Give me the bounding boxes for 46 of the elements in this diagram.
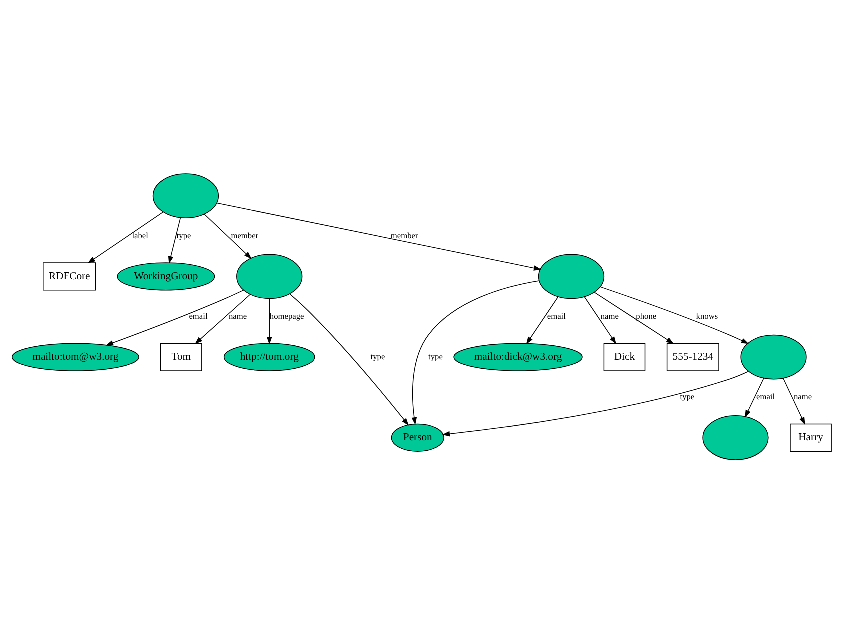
node-ellipse [538, 254, 605, 299]
arrow [782, 378, 806, 425]
edge-label: type [680, 392, 695, 402]
node-box: Harry [790, 423, 832, 452]
node-box: 555-1234 [666, 342, 720, 371]
arrow [290, 293, 410, 426]
node-ellipse: WorkingGroup [117, 262, 216, 290]
arrow [106, 289, 244, 346]
arrow [168, 217, 182, 264]
arrow [526, 296, 559, 344]
arrow [412, 280, 540, 425]
arrow [195, 294, 251, 344]
node-ellipse [152, 173, 220, 218]
edge-label: phone [636, 312, 657, 321]
edge-label: type [428, 352, 443, 361]
arrow [594, 292, 674, 344]
arrow [584, 296, 617, 344]
arrow [600, 286, 750, 344]
edge-label: type [176, 231, 192, 240]
arrow [216, 202, 542, 270]
node-box: Dick [604, 342, 646, 371]
node-ellipse: http://tom.org [224, 342, 316, 371]
node-ellipse: Person [391, 423, 444, 452]
node-box: RDFCore [43, 262, 96, 290]
edge-label: name [228, 312, 248, 321]
node-ellipse: mailto:tom@w3.org [12, 342, 140, 371]
edge-label: type [370, 352, 386, 361]
arrow [442, 370, 749, 436]
node-ellipse [236, 254, 303, 299]
edge-label: email [756, 392, 776, 402]
arrow [88, 211, 164, 264]
node-ellipse [702, 414, 769, 460]
edge-label: label [132, 231, 148, 240]
arrow [204, 214, 252, 259]
edge-label: knows [696, 312, 718, 321]
node-ellipse: mailto:dick@w3.org [454, 342, 583, 371]
edge-label: homepage [270, 312, 304, 321]
edge-label: member [390, 231, 418, 240]
edge-label: name [600, 312, 619, 321]
arrow [745, 378, 764, 418]
edge-label: email [189, 312, 208, 321]
edge-label: email [547, 312, 566, 321]
node-box: Tom [160, 342, 202, 371]
arrow [266, 298, 272, 344]
edge-label: member [231, 231, 259, 240]
edge-label: name [794, 392, 812, 402]
